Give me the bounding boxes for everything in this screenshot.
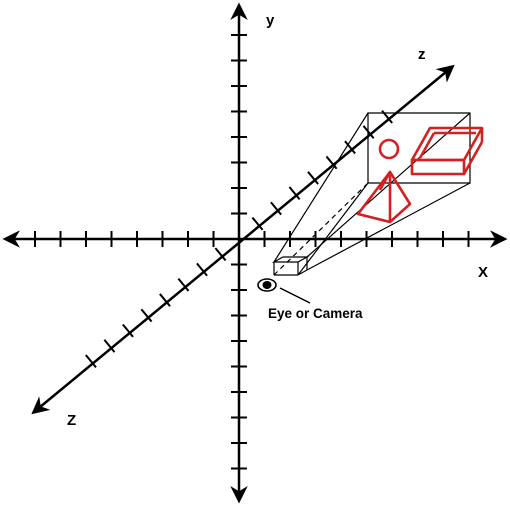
axis-ticks bbox=[34, 34, 470, 470]
z-axis-near-label: Z bbox=[67, 412, 76, 429]
z-axis-tick bbox=[270, 201, 282, 216]
frustum-edge bbox=[306, 112, 471, 258]
z-axis bbox=[31, 64, 455, 415]
frustum-edge bbox=[273, 112, 369, 263]
z-axis-tick bbox=[196, 262, 208, 277]
scene-objects bbox=[356, 126, 484, 224]
x-axis-label: X bbox=[478, 264, 488, 281]
z-axis-tick bbox=[288, 186, 301, 200]
sphere-circle bbox=[378, 138, 400, 160]
z-axis-tick bbox=[307, 171, 319, 185]
z-axis-tick bbox=[177, 278, 190, 292]
z-axis-tick bbox=[214, 247, 227, 262]
z-axis-tick bbox=[122, 323, 134, 338]
z-axis-tick bbox=[85, 354, 97, 369]
frustum-edge bbox=[297, 269, 308, 276]
z-axis-tick bbox=[251, 216, 264, 231]
z-axis-tick bbox=[344, 140, 356, 155]
frustum-hidden-edge bbox=[273, 182, 369, 276]
eye-icon bbox=[257, 278, 277, 292]
pyramid bbox=[356, 170, 412, 224]
z-axis-tick bbox=[103, 339, 116, 353]
z-axis-tick bbox=[159, 293, 171, 307]
z-axis-far-label: z bbox=[418, 46, 426, 63]
z-axis-tick bbox=[325, 155, 338, 170]
camera-label: Eye or Camera bbox=[268, 306, 363, 321]
camera-pointer-line bbox=[279, 287, 311, 304]
view-frustum bbox=[271, 112, 471, 276]
z-axis-tick bbox=[140, 308, 153, 323]
cube bbox=[410, 126, 484, 176]
y-axis-label: y bbox=[266, 12, 275, 29]
frustum-edge bbox=[306, 182, 471, 271]
frustum-edge bbox=[297, 182, 369, 276]
